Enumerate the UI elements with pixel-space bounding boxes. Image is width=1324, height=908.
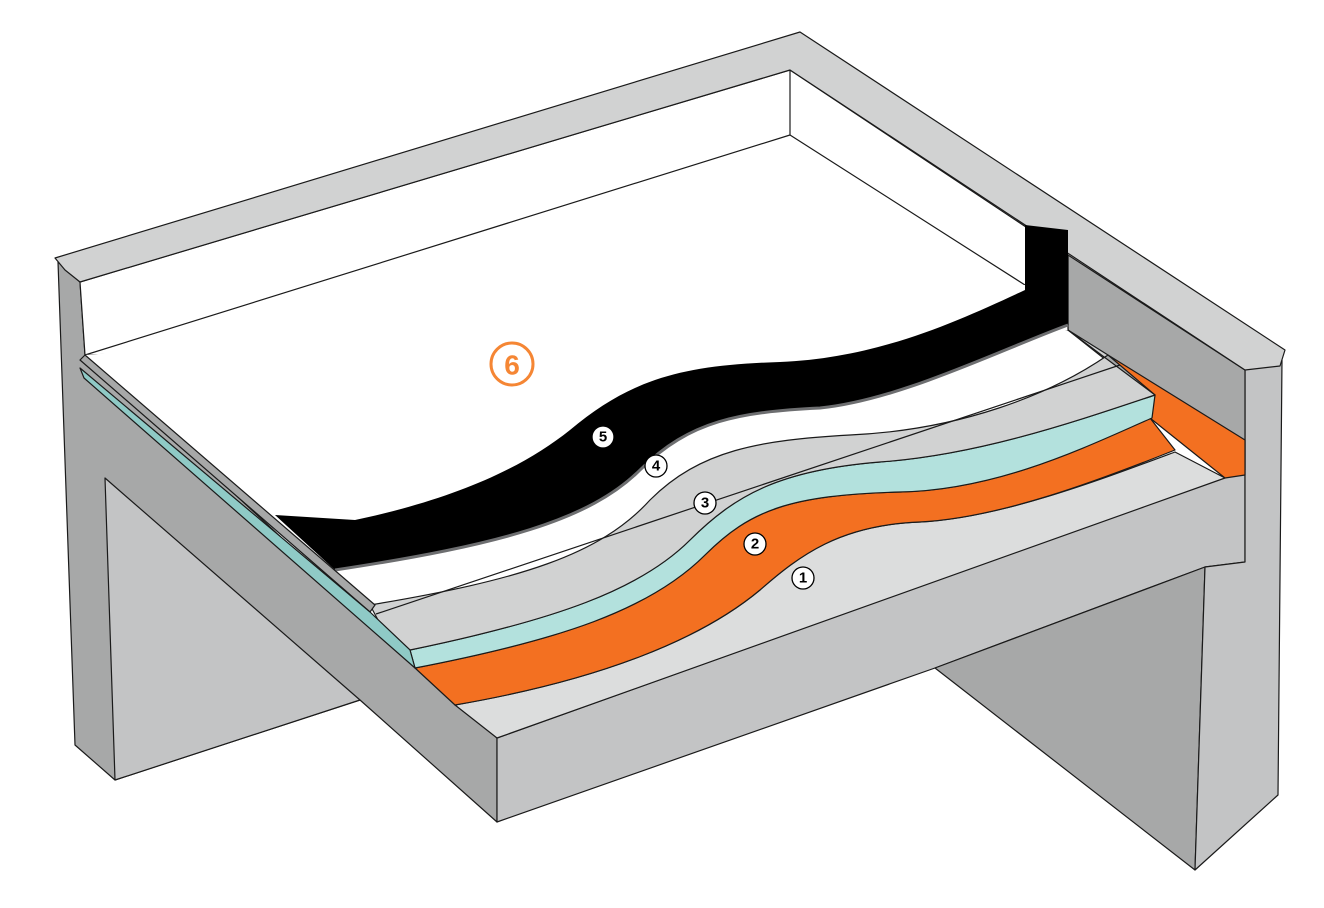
parapet-cap (54, 31, 1286, 371)
svg-text:2: 2 (751, 536, 759, 553)
left-edge-gray-strip (79, 354, 376, 613)
label-2: 2 (743, 532, 767, 556)
layer-4-line (375, 364, 1121, 615)
svg-text:4: 4 (652, 458, 661, 475)
label-4: 4 (644, 454, 668, 478)
label-3: 3 (693, 491, 717, 515)
layer-5-edge (334, 323, 1069, 572)
svg-text:3: 3 (701, 495, 709, 512)
label-1: 1 (791, 566, 815, 590)
label-6: 6 (489, 341, 535, 387)
svg-text:6: 6 (504, 350, 520, 381)
layer-5-black (275, 225, 1068, 570)
svg-text:1: 1 (799, 570, 807, 587)
label-5: 5 (591, 425, 615, 449)
layer-4-gray (369, 329, 1156, 651)
left-edge-teal-strip (79, 367, 416, 669)
left-column-face (104, 477, 361, 781)
svg-text:5: 5 (599, 429, 607, 446)
